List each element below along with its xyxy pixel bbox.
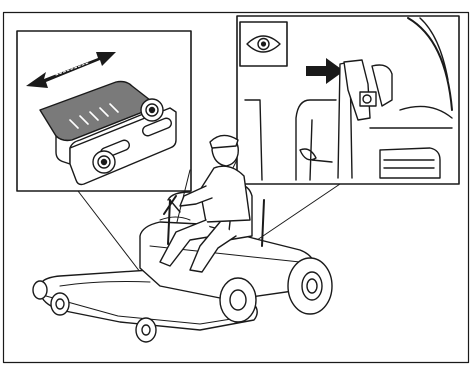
left-inset [17,31,191,191]
bolt-right [141,99,163,121]
right-inset [237,16,459,184]
bolt-left [93,151,115,173]
eye-icon [240,22,287,66]
